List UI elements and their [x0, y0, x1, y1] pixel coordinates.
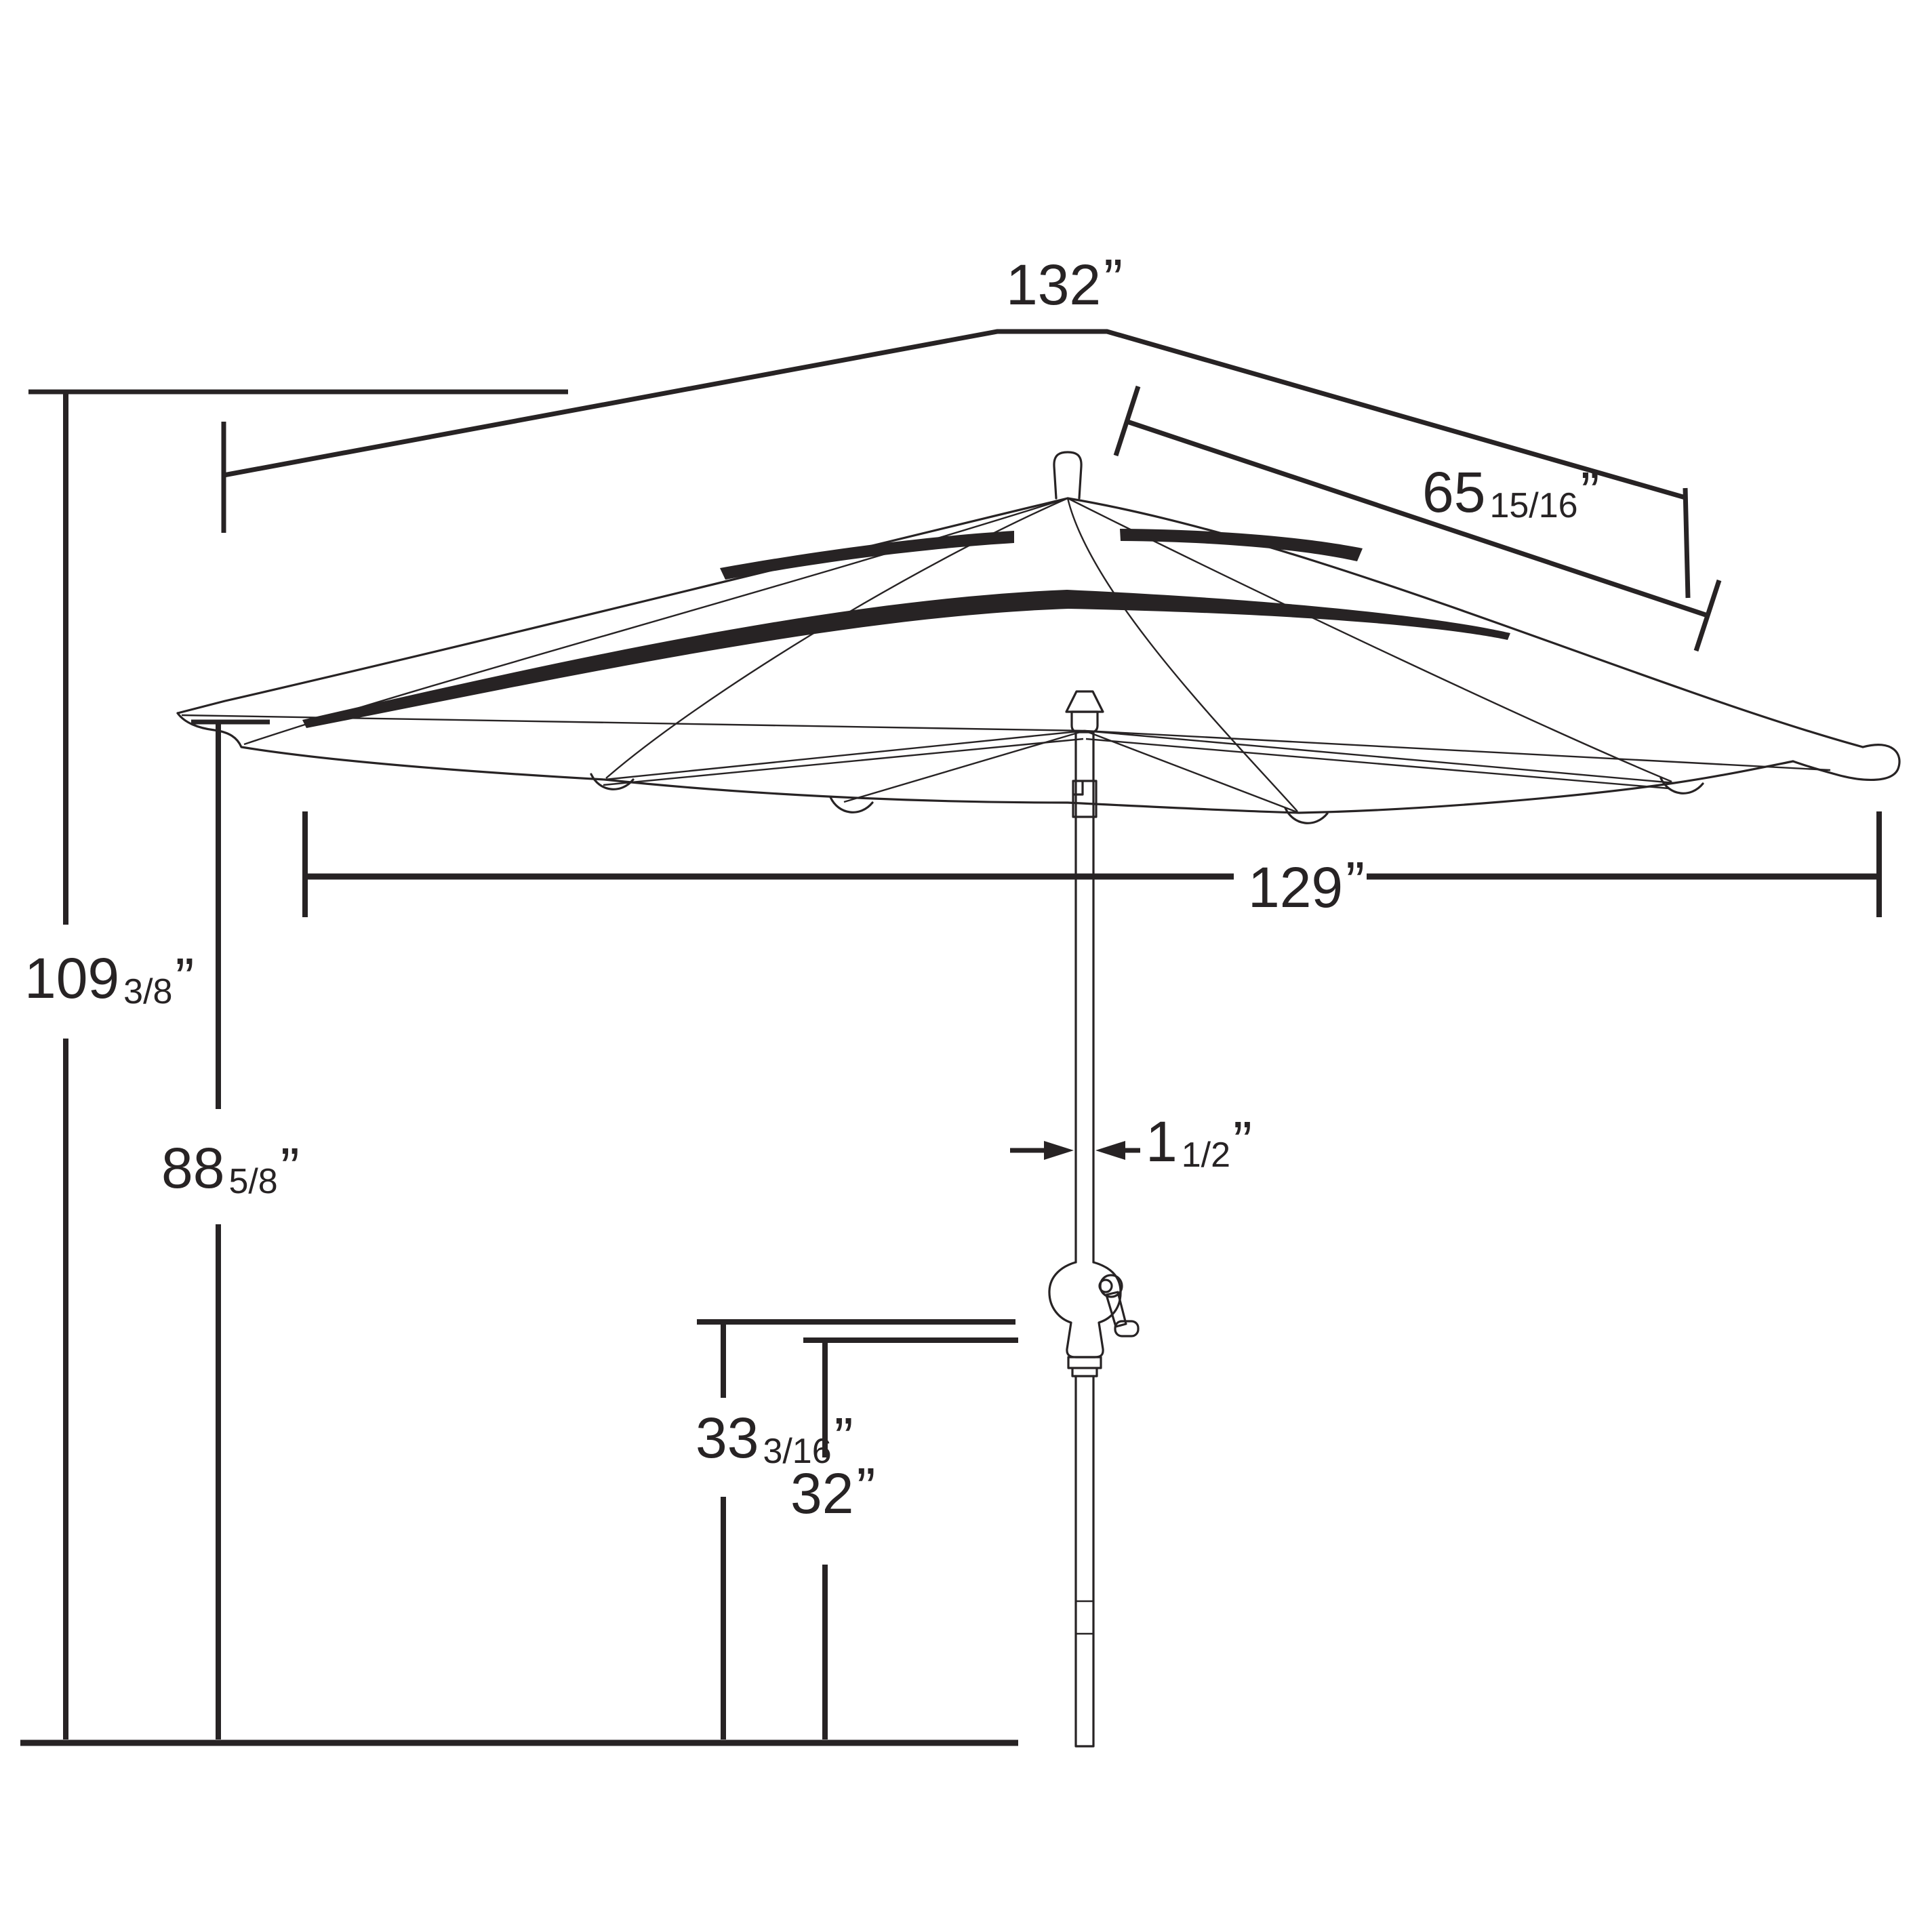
canopy-right-tip-curl: [1792, 744, 1901, 782]
dim-canopy-radius-tick-left: [1113, 385, 1141, 457]
umbrella-rib: [1084, 729, 1300, 814]
finial: [1053, 451, 1083, 500]
arrow-left-icon: [1095, 1141, 1125, 1160]
dim-rib-span-label: 129”: [1248, 850, 1365, 919]
dim-table-height-inner: 32”: [790, 1337, 1018, 1739]
umbrella-rib: [603, 738, 1084, 786]
crank-hub-inner: [1098, 1279, 1113, 1293]
umbrella-rib: [181, 714, 1085, 732]
rib-pocket: [1659, 777, 1704, 794]
umbrella-rib: [604, 729, 1085, 781]
dim-rib-span: 129”: [302, 811, 1882, 919]
rib-hub-collar: [1070, 710, 1099, 733]
umbrella-rib: [1084, 729, 1831, 771]
rib-hub-cone: [1065, 690, 1104, 713]
dim-canopy-width: 132”: [221, 247, 1691, 599]
dim-canopy-width-line: [223, 329, 1686, 500]
rib-pocket: [1284, 807, 1329, 824]
dim-canopy-width-label: 132”: [1006, 247, 1123, 317]
dim-canopy-radius-line: [1126, 419, 1709, 618]
rib-pocket: [590, 773, 635, 790]
crank-handle-knob: [1114, 1320, 1140, 1337]
umbrella-rib: [1085, 738, 1670, 790]
canopy-accent-band-lower: [302, 590, 1510, 728]
pole-upper: [1074, 731, 1095, 1264]
rib-pocket: [829, 796, 874, 813]
crank-arm: [1105, 1291, 1127, 1328]
canopy-seam: [1066, 498, 1298, 812]
dim-canopy-width-tick-right: [1683, 487, 1691, 599]
canopy-accent-band-upper-right: [1120, 529, 1363, 561]
canopy-seam: [1067, 497, 1672, 783]
dim-table-height-inner-label: 32”: [790, 1456, 875, 1525]
canopy-bottom-edge: [176, 712, 1794, 814]
crank-collar: [1067, 1356, 1102, 1377]
canopy-right-edge: [1066, 497, 1864, 748]
canopy-accent-band-upper-left: [720, 531, 1014, 580]
umbrella-drawing: [176, 451, 1901, 1748]
pole-runner: [1072, 780, 1098, 818]
umbrella-rib: [1084, 729, 1675, 784]
pole-joint: [1076, 1600, 1093, 1635]
dim-canopy-radius-tick-right: [1693, 579, 1722, 652]
umbrella-rib: [843, 729, 1085, 803]
arrow-right-icon: [1044, 1141, 1074, 1160]
canopy-left-edge: [176, 497, 1069, 715]
canopy-seam: [605, 497, 1068, 779]
pole-lower: [1074, 1375, 1095, 1748]
